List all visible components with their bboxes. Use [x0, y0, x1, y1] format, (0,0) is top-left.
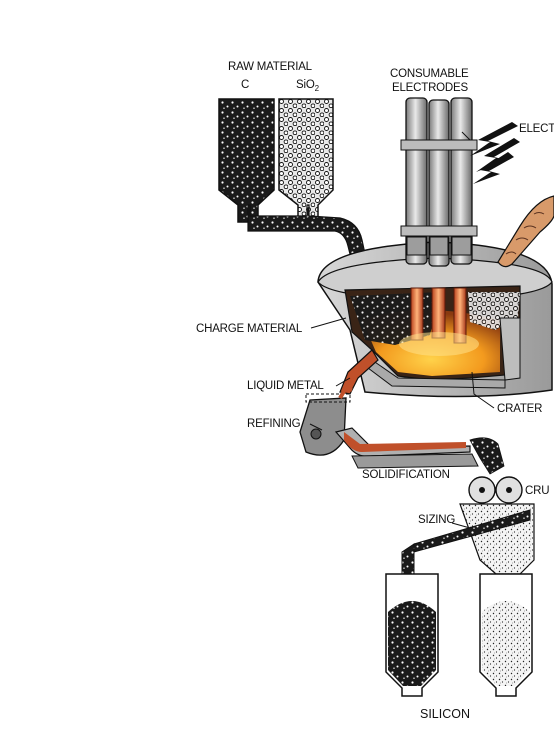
carbon-hopper	[218, 98, 275, 223]
label-charge-material: CHARGE MATERIAL	[196, 323, 303, 335]
consumable-electrodes	[399, 97, 479, 356]
electrode-tip-1	[410, 287, 424, 341]
feed-chute	[247, 204, 369, 271]
label-electricity: ELECT	[519, 123, 554, 135]
crushed-chunks	[469, 437, 505, 475]
silica-hopper	[278, 98, 334, 223]
label-electrodes: ELECTRODES	[392, 82, 468, 94]
solidification-trough	[334, 427, 479, 469]
label-solidification: SOLIDIFICATION	[362, 469, 450, 481]
silicon-product-bins	[385, 573, 533, 697]
lightning-bolt-icon	[470, 122, 520, 184]
wood-chip-feed	[497, 195, 554, 268]
label-silica: SiO2	[296, 79, 320, 93]
label-consumable: CONSUMABLE	[390, 68, 469, 80]
label-crushing: CRU	[525, 485, 549, 497]
label-carbon: C	[241, 79, 249, 91]
label-refining: REFINING	[247, 418, 301, 430]
refining-ladle	[299, 385, 353, 456]
molten-stream	[344, 432, 466, 452]
label-sizing: SIZING	[418, 514, 455, 526]
leader-lines	[309, 131, 495, 529]
electrode-clamp-bottom	[400, 225, 478, 237]
ladle-body	[299, 397, 347, 456]
label-silicon: SILICON	[420, 707, 470, 721]
labels: RAW MATERIAL C SiO2 CONSUMABLE ELECTRODE…	[196, 61, 554, 721]
label-raw-material: RAW MATERIAL	[228, 61, 313, 73]
electrode-clamp-top	[400, 139, 478, 151]
label-liquid-metal: LIQUID METAL	[247, 380, 324, 392]
raw-material-hoppers	[218, 98, 369, 271]
tap-spout	[339, 349, 379, 395]
ladle-pivot	[310, 428, 322, 440]
furnace	[317, 241, 553, 398]
label-crater: CRATER	[497, 403, 542, 415]
electrode-tip-2	[431, 287, 446, 339]
crusher	[468, 437, 523, 504]
refractory-wall	[499, 317, 521, 381]
